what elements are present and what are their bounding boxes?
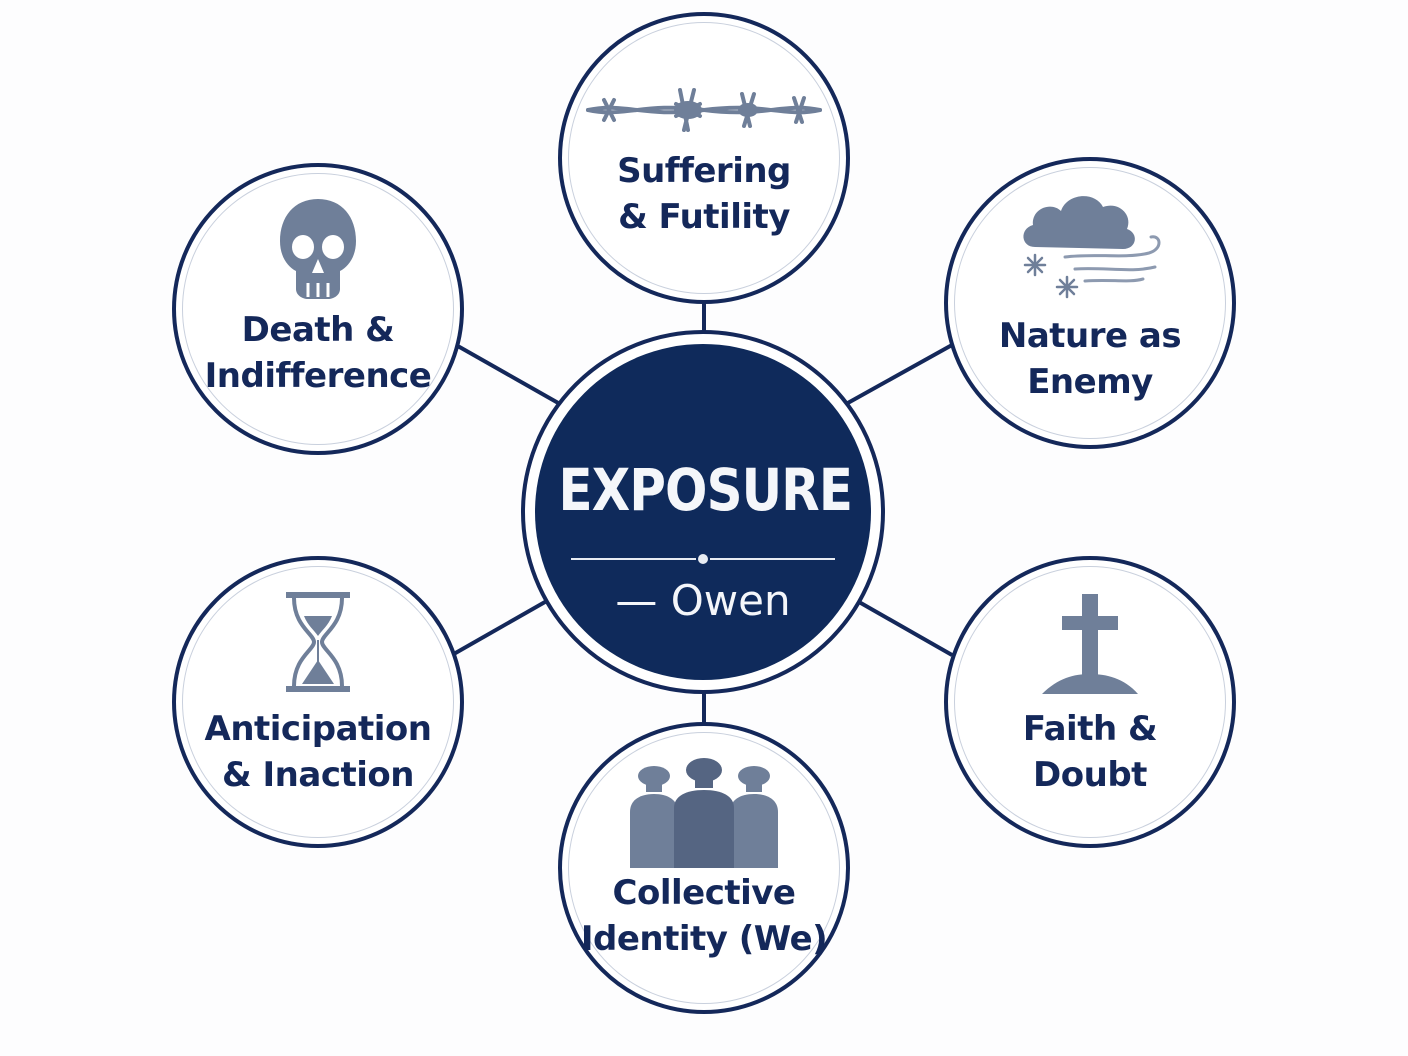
hourglass-icon xyxy=(284,590,352,694)
theme-label-collective-line2: Identity (We) xyxy=(580,919,828,959)
central-title: EXPOSURE xyxy=(558,456,853,524)
grave-cross-icon xyxy=(1040,588,1140,698)
theme-label-death-line1: Death & xyxy=(241,310,395,350)
theme-label-anticipation-line1: Anticipation xyxy=(204,709,433,749)
storm-cloud-icon xyxy=(1015,187,1165,307)
theme-label-faith-line1: Faith & xyxy=(1022,709,1158,749)
central-node-fill: EXPOSURE — Owen xyxy=(535,344,871,680)
theme-node-suffering: Suffering & Futility xyxy=(558,12,850,304)
central-node: EXPOSURE — Owen xyxy=(521,330,885,694)
theme-node-faith: Faith & Doubt xyxy=(944,556,1236,848)
theme-label-death-line2: Indifference xyxy=(204,356,432,396)
theme-node-death: Death & Indifference xyxy=(172,163,464,455)
central-subtitle: — Owen xyxy=(615,576,791,625)
skull-icon xyxy=(276,197,360,301)
soldiers-icon xyxy=(624,756,784,868)
theme-label-nature-line1: Nature as xyxy=(998,316,1182,356)
divider-left-line xyxy=(571,558,696,560)
connector-anticipation xyxy=(451,596,553,657)
theme-label-faith-line2: Doubt xyxy=(1033,755,1147,795)
theme-node-nature: Nature as Enemy xyxy=(944,157,1236,449)
theme-label-anticipation-line2: & Inaction xyxy=(222,755,414,795)
theme-label-suffering-line1: Suffering xyxy=(617,151,791,191)
divider-right-line xyxy=(710,558,835,560)
central-divider xyxy=(571,553,835,565)
theme-node-collective: Collective Identity (We) xyxy=(558,722,850,1014)
theme-node-anticipation: Anticipation & Inaction xyxy=(172,556,464,848)
connector-faith xyxy=(851,596,953,657)
theme-label-collective-line1: Collective xyxy=(612,873,796,913)
divider-dot xyxy=(698,554,708,564)
connector-nature xyxy=(845,343,953,406)
theme-label-suffering-line2: & Futility xyxy=(618,197,790,237)
connector-death xyxy=(455,343,561,406)
theme-label-nature-line2: Enemy xyxy=(1027,362,1153,402)
barbed-wire-icon xyxy=(584,82,824,138)
